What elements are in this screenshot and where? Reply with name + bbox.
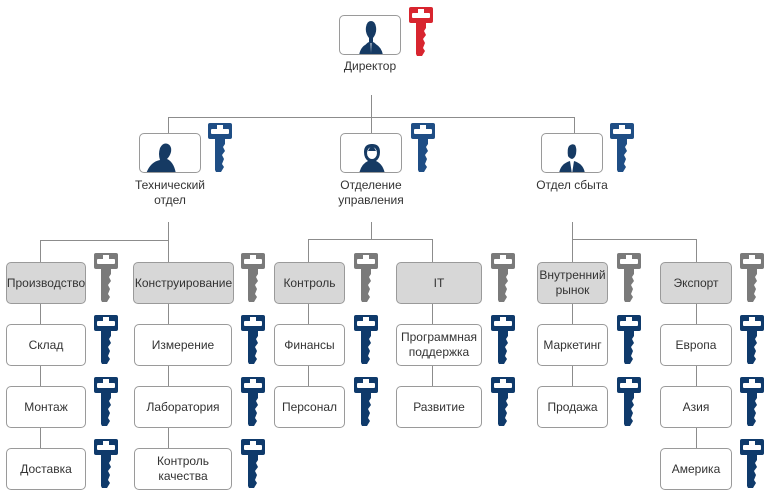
- blue-key-icon: [208, 123, 232, 172]
- grey-key-icon: [354, 253, 378, 302]
- division-avatar-management: [340, 133, 402, 173]
- connector-sales-down: [572, 222, 573, 240]
- grey-key-icon: [94, 253, 118, 302]
- blue-key-icon: [241, 377, 265, 426]
- connector-div2-down: [371, 117, 372, 133]
- division-label-management: Отделение управления: [338, 178, 404, 207]
- blue-key-icon: [617, 315, 641, 364]
- blue-key-icon: [354, 377, 378, 426]
- unit-asia: Азия: [660, 386, 732, 428]
- connector-mgmt-down: [371, 222, 372, 240]
- blue-key-icon: [241, 315, 265, 364]
- dept-domestic-market: Внутренний рынок: [537, 262, 608, 304]
- unit-quality-control: Контроль качества: [134, 448, 232, 490]
- division-avatar-sales: [541, 133, 603, 173]
- dept-control: Контроль: [274, 262, 345, 304]
- blue-key-icon: [740, 315, 764, 364]
- blue-key-icon: [94, 315, 118, 364]
- blue-key-icon: [354, 315, 378, 364]
- director-avatar: [339, 15, 401, 55]
- blue-key-icon: [94, 377, 118, 426]
- director-label: Директор: [343, 59, 397, 73]
- unit-warehouse: Склад: [6, 324, 86, 366]
- division-label-technical: Технический отдел: [135, 178, 205, 207]
- unit-america: Америка: [660, 448, 732, 490]
- connector-col3: [308, 239, 309, 389]
- blue-key-icon: [241, 439, 265, 488]
- division-label-sales: Отдел сбыта: [536, 178, 608, 192]
- dept-export: Экспорт: [660, 262, 732, 304]
- blue-key-icon: [610, 123, 634, 172]
- unit-laboratory: Лаборатория: [134, 386, 232, 428]
- unit-finance: Финансы: [274, 324, 345, 366]
- connector-div3-down: [574, 117, 575, 133]
- unit-europe: Европа: [660, 324, 732, 366]
- connector-col5: [572, 239, 573, 389]
- blue-key-icon: [617, 377, 641, 426]
- red-key-icon: [409, 7, 433, 56]
- unit-delivery: Доставка: [6, 448, 86, 490]
- connector-tech-h: [40, 240, 169, 241]
- unit-measurement: Измерение: [134, 324, 232, 366]
- unit-development: Развитие: [396, 386, 482, 428]
- division-avatar-technical: [139, 133, 201, 173]
- unit-marketing: Маркетинг: [537, 324, 608, 366]
- blue-key-icon: [740, 439, 764, 488]
- connector-mgmt-h: [308, 239, 432, 240]
- blue-key-icon: [94, 439, 118, 488]
- grey-key-icon: [491, 253, 515, 302]
- blue-key-icon: [491, 377, 515, 426]
- blue-key-icon: [740, 377, 764, 426]
- connector-div1-down: [168, 117, 169, 133]
- blue-key-icon: [491, 315, 515, 364]
- grey-key-icon: [740, 253, 764, 302]
- dept-engineering: Конструирование: [133, 262, 234, 304]
- connector-sales-h: [572, 239, 696, 240]
- unit-personnel: Персонал: [274, 386, 345, 428]
- connector-director-down: [371, 95, 372, 117]
- dept-production: Производство: [6, 262, 86, 304]
- unit-software-support: Программная поддержка: [396, 324, 482, 366]
- blue-key-icon: [411, 123, 435, 172]
- connector-tech-down: [168, 222, 169, 241]
- grey-key-icon: [617, 253, 641, 302]
- connector-col4: [432, 239, 433, 389]
- unit-sales: Продажа: [537, 386, 608, 428]
- dept-it: IT: [396, 262, 482, 304]
- unit-assembly: Монтаж: [6, 386, 86, 428]
- grey-key-icon: [241, 253, 265, 302]
